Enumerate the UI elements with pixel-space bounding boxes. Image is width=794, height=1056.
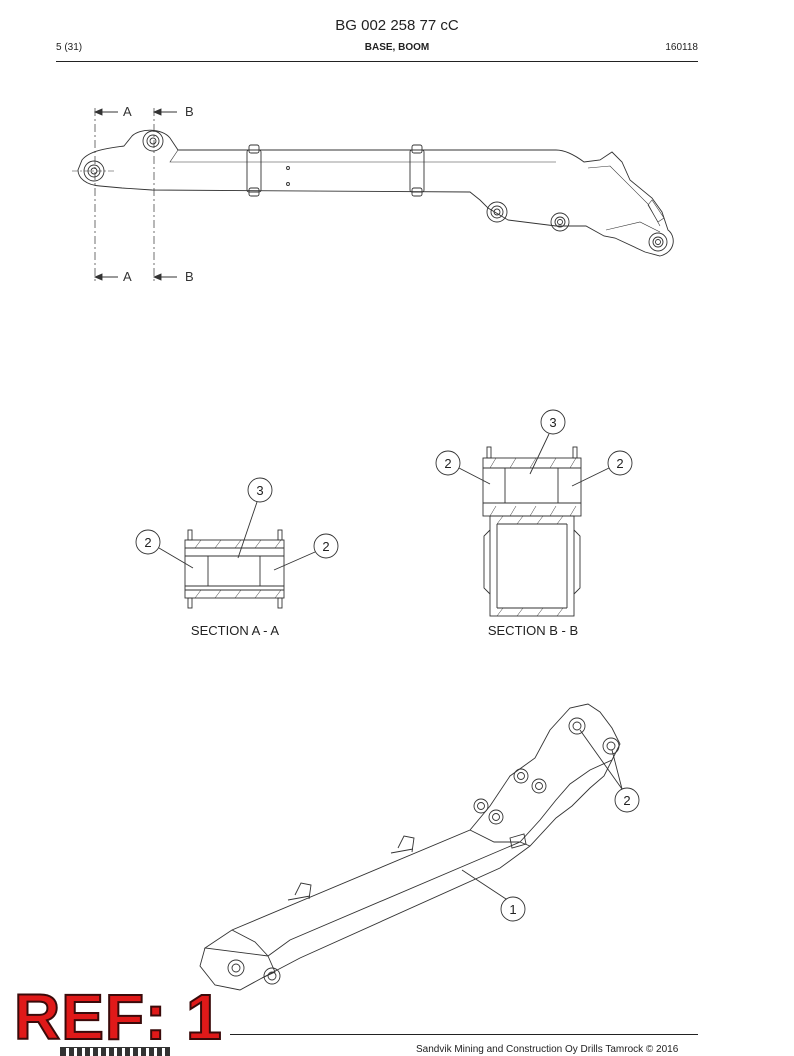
page-number: 5 (31)	[56, 42, 83, 53]
cut-label-b-top: B	[185, 104, 194, 119]
cut-label-a-bottom: A	[123, 269, 132, 284]
section-a-label: SECTION A - A	[190, 623, 280, 638]
callout-section-a-part-3: 3	[256, 483, 263, 498]
document-date: 160118	[665, 42, 698, 53]
callout-isometric-part-1: 1	[509, 902, 516, 917]
section-title: BASE, BOOM	[364, 42, 430, 53]
footer-rule	[230, 1034, 698, 1035]
document-number: BG 002 258 77 cC	[335, 17, 459, 34]
callout-section-b-part-3: 3	[549, 415, 556, 430]
header-rule	[56, 61, 698, 62]
callout-section-b-part-2-left: 2	[444, 456, 451, 471]
callout-section-a-part-2-left: 2	[144, 535, 151, 550]
boom-isometric-view	[199, 703, 640, 991]
cut-label-a-top: A	[123, 104, 132, 119]
callout-section-b-part-2-right: 2	[616, 456, 623, 471]
reference-stamp: REF: 1	[13, 981, 223, 1053]
callout-isometric-part-2: 2	[623, 793, 630, 808]
section-b-label: SECTION B - B	[487, 623, 579, 638]
section-b-drawing	[435, 409, 633, 617]
logo-strip	[60, 1047, 170, 1056]
footer-copyright: Sandvik Mining and Construction Oy Drill…	[416, 1044, 679, 1055]
boom-side-view	[72, 108, 674, 283]
callout-section-a-part-2-right: 2	[322, 539, 329, 554]
cut-label-b-bottom: B	[185, 269, 194, 284]
section-a-drawing	[135, 477, 339, 609]
